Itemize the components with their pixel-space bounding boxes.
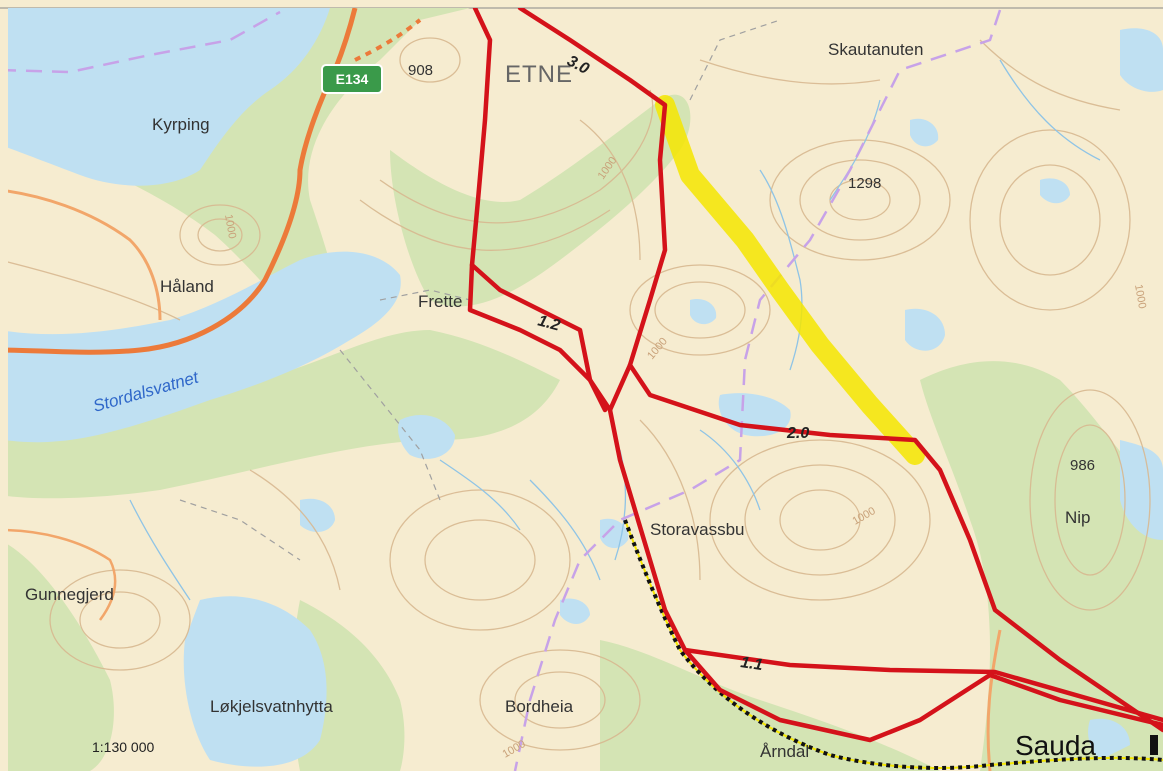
label-sauda: Sauda bbox=[1015, 730, 1096, 761]
road-side bbox=[8, 189, 162, 321]
road-right bbox=[986, 629, 1002, 771]
label-kyrping: Kyrping bbox=[152, 115, 210, 134]
town-marker-sauda bbox=[1150, 735, 1158, 755]
label-gunnegjerd: Gunnegjerd bbox=[25, 585, 114, 604]
label-haland: Håland bbox=[160, 277, 214, 296]
lake-small-2 bbox=[910, 118, 939, 147]
label-skautanuten: Skautanuten bbox=[828, 40, 923, 59]
lake-small-4 bbox=[560, 598, 590, 625]
lake-right-1 bbox=[1120, 28, 1163, 92]
route-1-2 bbox=[469, 262, 608, 413]
peak-986: 986 bbox=[1070, 457, 1095, 474]
lake-small-5 bbox=[600, 518, 629, 549]
road-shield-e134: E134 bbox=[321, 64, 383, 94]
railway-line-yellow bbox=[624, 519, 1163, 769]
map-scale: 1:130 000 bbox=[92, 739, 154, 755]
route-south-trunk bbox=[607, 407, 1163, 743]
tracks bbox=[179, 19, 781, 561]
route-1-1 bbox=[682, 647, 1163, 723]
peak-1298: 1298 bbox=[848, 175, 881, 192]
label-frette: Frette bbox=[418, 292, 462, 311]
route-label-2-0: 2.0 bbox=[786, 425, 809, 442]
lake-mid-3 bbox=[398, 415, 455, 459]
route-label-1-1: 1.1 bbox=[739, 654, 763, 674]
label-bordheia: Bordheia bbox=[505, 697, 574, 716]
lake-small-1 bbox=[300, 498, 335, 532]
route-west-main bbox=[467, 8, 613, 413]
lake-top-left bbox=[8, 8, 330, 186]
highlight-corridor[interactable] bbox=[655, 95, 925, 465]
route-2-0 bbox=[627, 362, 1163, 733]
peak-labels: 908 1298 986 bbox=[408, 62, 1095, 474]
label-etne: ETNE bbox=[505, 61, 573, 88]
red-routes[interactable] bbox=[467, 8, 1163, 743]
lake-mid-2 bbox=[905, 308, 945, 351]
label-arndal: Årndal bbox=[760, 742, 809, 761]
road-shield-label: E134 bbox=[336, 71, 369, 87]
lake-small-3 bbox=[1040, 178, 1070, 204]
route-3-0 bbox=[517, 8, 668, 413]
label-lokjelsvatnhytta: Løkjelsvatnhytta bbox=[210, 697, 333, 716]
label-nip: Nip bbox=[1065, 508, 1091, 527]
lake-small-6 bbox=[690, 299, 717, 325]
road-side-2 bbox=[8, 528, 117, 621]
water-bodies bbox=[8, 8, 1163, 767]
peak-908: 908 bbox=[408, 62, 433, 79]
contour-lines bbox=[8, 37, 1151, 751]
route-label-1-2: 1.2 bbox=[536, 312, 562, 334]
lake-right-2 bbox=[1120, 440, 1163, 540]
lake-small-7 bbox=[1088, 718, 1130, 760]
label-storavassbu: Storavassbu bbox=[650, 520, 745, 539]
lake-stordalsvatnet bbox=[8, 251, 401, 443]
contour-label-1000-d: 1000 bbox=[1132, 283, 1148, 309]
lake-lokjelsvatn bbox=[183, 596, 327, 767]
streams bbox=[129, 59, 1101, 601]
boundary-lines bbox=[8, 9, 1002, 771]
contour-label-1000-a: 1000 bbox=[222, 213, 238, 239]
